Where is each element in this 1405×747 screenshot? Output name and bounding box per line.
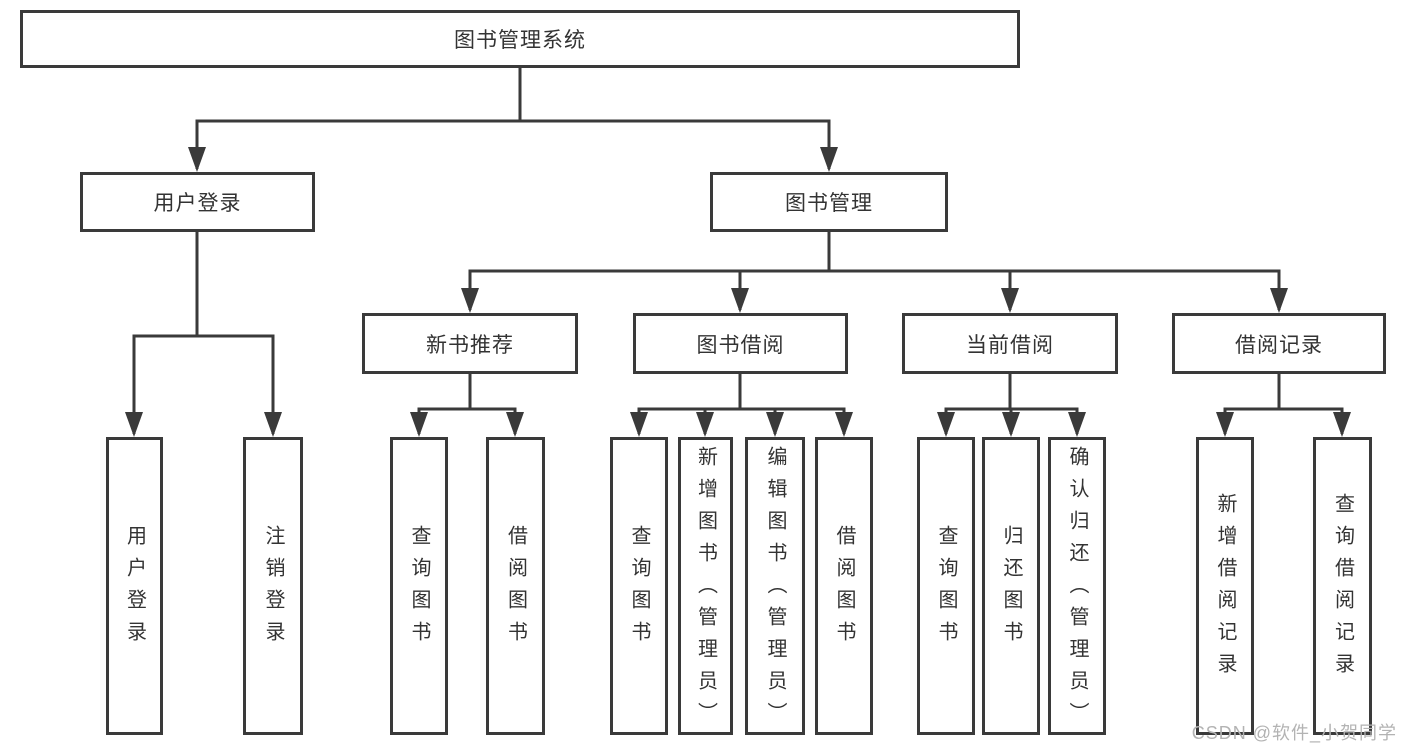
leaf-record-add-borrow-record: 新增借阅记录 <box>1196 437 1254 735</box>
arrow-down-icon <box>820 147 838 172</box>
leaf-logout: 注销登录 <box>243 437 303 735</box>
node-new-book-recommend: 新书推荐 <box>362 313 578 374</box>
leaf-newbook-borrow-books: 借阅图书 <box>486 437 545 735</box>
node-book-management: 图书管理 <box>710 172 948 232</box>
arrow-down-icon <box>630 412 648 437</box>
arrow-down-icon <box>835 412 853 437</box>
arrow-down-icon <box>1333 412 1351 437</box>
arrow-down-icon <box>264 412 282 437</box>
leaf-borrow-borrow-books: 借阅图书 <box>815 437 873 735</box>
node-user-login: 用户登录 <box>80 172 315 232</box>
arrow-down-icon <box>188 147 206 172</box>
node-borrow-record: 借阅记录 <box>1172 313 1386 374</box>
leaf-newbook-query-books: 查询图书 <box>390 437 448 735</box>
arrow-down-icon <box>731 288 749 313</box>
leaf-borrow-add-books-admin: 新增图书（管理员） <box>678 437 733 735</box>
leaf-record-query-borrow-record: 查询借阅记录 <box>1313 437 1372 735</box>
csdn-watermark: CSDN @软件_小贺同学 <box>1191 723 1397 743</box>
connector-paths <box>132 67 1344 434</box>
arrow-down-icon <box>1068 412 1086 437</box>
arrow-down-icon <box>461 288 479 313</box>
root-node-library-system: 图书管理系统 <box>20 10 1020 68</box>
arrow-down-icon <box>766 412 784 437</box>
arrow-down-icon <box>937 412 955 437</box>
node-book-borrow: 图书借阅 <box>633 313 848 374</box>
node-current-borrow: 当前借阅 <box>902 313 1118 374</box>
arrow-down-icon <box>1216 412 1234 437</box>
arrow-down-icon <box>1001 288 1019 313</box>
leaf-current-query-books: 查询图书 <box>917 437 975 735</box>
leaf-current-confirm-return-admin: 确认归还（管理员） <box>1048 437 1106 735</box>
leaf-borrow-edit-books-admin: 编辑图书（管理员） <box>745 437 805 735</box>
leaf-user-login: 用户登录 <box>106 437 163 735</box>
arrow-down-icon <box>506 412 524 437</box>
arrow-down-icon <box>696 412 714 437</box>
arrow-down-icon <box>125 412 143 437</box>
arrow-down-icon <box>1270 288 1288 313</box>
leaf-current-return-books: 归还图书 <box>982 437 1040 735</box>
leaf-borrow-query-books: 查询图书 <box>610 437 668 735</box>
arrow-down-icon <box>410 412 428 437</box>
arrow-down-icon <box>1002 412 1020 437</box>
